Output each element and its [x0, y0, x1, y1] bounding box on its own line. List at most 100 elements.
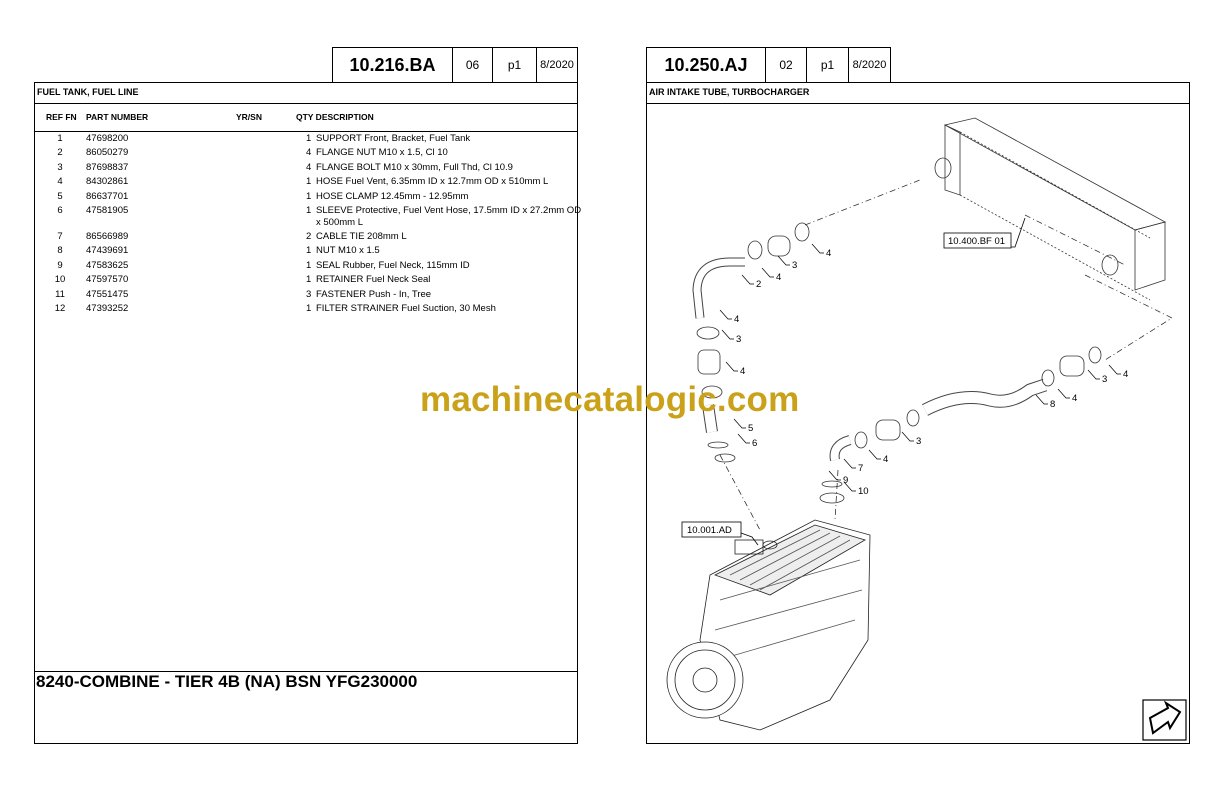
next-page-arrow-icon[interactable] — [1142, 699, 1187, 741]
callout-leader — [761, 267, 774, 278]
callout-leader — [843, 481, 856, 492]
callout-label: 4 — [826, 248, 831, 259]
description-continued: x 500mm L — [316, 217, 363, 228]
right-page-title: AIR INTAKE TUBE, TURBOCHARGER — [649, 87, 810, 97]
table-row: 8 47439691 1 NUT M10 x 1.5 — [34, 245, 578, 259]
description: FILTER STRAINER Fuel Suction, 30 Mesh — [316, 303, 496, 314]
callout-label: 3 — [792, 260, 797, 271]
callout-leader — [719, 309, 732, 320]
quantity: 1 — [306, 259, 312, 271]
col-part-number: PART NUMBER — [86, 112, 149, 122]
part-number: 86050279 — [86, 147, 129, 159]
callout-leader — [725, 361, 738, 372]
quantity: 4 — [306, 161, 312, 173]
ref-number: 11 — [55, 288, 65, 300]
callout-leader — [843, 458, 856, 469]
description: FLANGE NUT M10 x 1.5, Cl 10 — [316, 147, 448, 159]
ref-number: 7 — [57, 231, 63, 242]
ref-box-frame — [943, 232, 1012, 249]
callout-label: 4 — [1123, 369, 1128, 380]
ref-number: 3 — [57, 161, 63, 173]
part-number: 47698200 — [86, 133, 129, 144]
ref-number: 10 — [54, 274, 66, 286]
model-title: 8240-COMBINE - TIER 4B (NA) BSN YFG23000… — [36, 672, 418, 691]
quantity: 3 — [306, 288, 312, 300]
part-number: 84302861 — [86, 176, 129, 188]
callout-leader — [1057, 388, 1070, 399]
description: RETAINER Fuel Neck Seal — [316, 274, 431, 286]
description: SEAL Rubber, Fuel Neck, 115mm ID — [316, 259, 470, 271]
left-page-title: FUEL TANK, FUEL LINE — [37, 87, 139, 97]
part-number: 47439691 — [86, 245, 129, 257]
quantity: 1 — [306, 303, 312, 314]
ref-number: 1 — [57, 133, 63, 144]
callout-leader — [868, 449, 881, 460]
callout-leader — [1108, 364, 1121, 375]
col-qty-description: QTY DESCRIPTION — [296, 112, 374, 122]
col-ref-fn: REF FN — [46, 112, 77, 122]
callout-leader — [828, 470, 841, 481]
quantity: 1 — [306, 176, 312, 188]
callout-label: 3 — [916, 436, 921, 447]
divider — [646, 103, 1190, 104]
part-number: 47393252 — [86, 303, 129, 314]
ref-number: 12 — [54, 303, 66, 314]
divider — [34, 671, 578, 672]
part-number: 47583625 — [86, 259, 129, 271]
description: CABLE TIE 208mm L — [316, 231, 407, 242]
callout-leader — [733, 418, 746, 429]
ref-box-engine[interactable]: 10.001.AD — [687, 525, 732, 536]
divider — [34, 131, 578, 132]
quantity: 2 — [306, 231, 312, 242]
divider — [34, 103, 578, 104]
description: FASTENER Push - In, Tree — [316, 288, 432, 300]
callout-leader — [721, 329, 734, 340]
callout-label: 4 — [740, 366, 745, 377]
description: NUT M10 x 1.5 — [316, 245, 380, 257]
table-row: 6 47581905 1 SLEEVE Protective, Fuel Vent H… — [34, 205, 582, 228]
part-number: 47597570 — [86, 274, 129, 286]
callout-label: 5 — [748, 423, 753, 434]
quantity: 1 — [306, 274, 312, 286]
left-page-frame — [34, 82, 578, 744]
description: FLANGE BOLT M10 x 30mm, Full Thd, Cl 10.… — [316, 161, 513, 173]
callout-leader — [741, 274, 754, 285]
right-page-frame — [646, 82, 1190, 744]
description: HOSE CLAMP 12.45mm - 12.95mm — [316, 190, 469, 202]
ref-box-cooler[interactable]: 10.400.BF 01 — [948, 236, 1005, 247]
callout-label: 8 — [1050, 399, 1055, 410]
quantity: 1 — [306, 190, 312, 202]
ref-number: 6 — [57, 205, 63, 216]
ref-number: 5 — [57, 190, 63, 202]
part-number: 47581905 — [86, 205, 129, 216]
callout-label: 4 — [734, 314, 739, 325]
table-row: 9 47583625 1 SEAL Rubber, Fuel Neck, 115mm … — [34, 260, 578, 274]
callout-label: 2 — [756, 279, 761, 290]
callout-leader — [1087, 369, 1100, 380]
ref-number: 9 — [57, 259, 63, 271]
description: HOSE Fuel Vent, 6.35mm ID x 12.7mm OD x … — [316, 176, 549, 188]
quantity: 1 — [306, 133, 312, 144]
callout-label: 9 — [843, 475, 848, 486]
callout-label: 6 — [752, 438, 757, 449]
callout-leader — [1035, 394, 1048, 405]
callout-label: 4 — [776, 272, 781, 283]
quantity: 1 — [306, 245, 312, 257]
ref-box-frame — [681, 521, 742, 538]
ref-number: 8 — [57, 245, 63, 257]
callout-leader — [811, 243, 824, 254]
callout-label: 3 — [736, 334, 741, 345]
charge-air-cooler — [934, 117, 1167, 301]
part-number: 86566989 — [86, 231, 129, 242]
callout-leader — [901, 431, 914, 442]
engine-illustration — [666, 519, 871, 731]
description: SLEEVE Protective, Fuel Vent Hose, 17.5m… — [316, 205, 582, 216]
quantity: 1 — [306, 205, 312, 216]
